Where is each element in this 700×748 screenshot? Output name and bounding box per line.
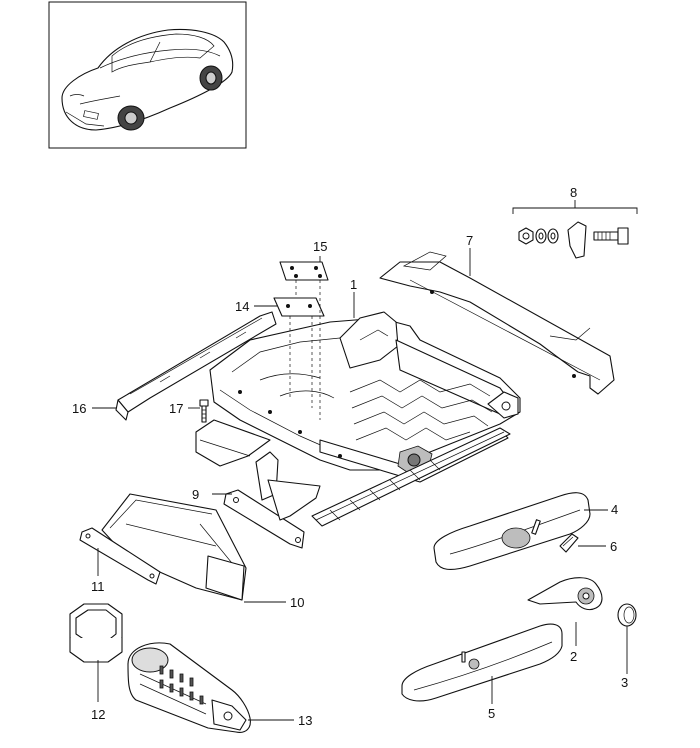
callout-7: 7 xyxy=(466,233,473,248)
callout-16: 16 xyxy=(72,401,86,416)
car-icon xyxy=(61,28,234,131)
part-16-rail-cover xyxy=(115,311,277,421)
part-15-plate xyxy=(279,261,329,281)
callout-14: 14 xyxy=(235,299,249,314)
spring-zigzag-icon xyxy=(349,379,493,441)
mounting-guide-lines xyxy=(289,280,321,420)
part-17-bolt xyxy=(199,399,209,423)
part-13-boot xyxy=(127,642,251,733)
part-11-tray-mounting-strip xyxy=(79,527,161,585)
callout-1: 1 xyxy=(350,277,357,292)
part-3-cover-cap xyxy=(617,603,637,627)
ribbing-pattern xyxy=(159,665,204,705)
callout-labels: 1 2 3 4 5 6 7 8 9 10 11 12 13 14 15 16 1… xyxy=(72,185,628,728)
part-10-storage-tray xyxy=(101,493,247,601)
part-6-cap xyxy=(559,533,579,553)
clamp-plate-icon xyxy=(567,221,587,259)
bolt-icon xyxy=(593,227,629,245)
part-5-inner-trim xyxy=(401,623,563,702)
washer-icon xyxy=(535,228,559,244)
callout-12: 12 xyxy=(91,707,105,722)
callout-11: 11 xyxy=(91,579,105,594)
callout-8: 8 xyxy=(570,185,577,200)
lower-slide-rail xyxy=(311,427,511,527)
callout-10: 10 xyxy=(290,595,304,610)
vehicle-thumbnail xyxy=(48,1,247,149)
callout-4: 4 xyxy=(611,502,618,517)
part-1-seat-frame xyxy=(209,311,521,483)
part-2-lever xyxy=(527,577,603,611)
part-7-rail-bracket xyxy=(379,251,615,395)
callout-5: 5 xyxy=(488,706,495,721)
callout-2: 2 xyxy=(570,649,577,664)
part-12-collar xyxy=(69,603,123,663)
part-14-plate xyxy=(273,297,325,317)
part-8-fastener-set xyxy=(512,200,638,259)
callout-17: 17 xyxy=(169,401,183,416)
leader-lines xyxy=(92,248,628,721)
left-lower-rail xyxy=(195,419,271,467)
callout-9: 9 xyxy=(192,487,199,502)
part-4-side-trim xyxy=(433,492,591,571)
callout-6: 6 xyxy=(610,539,617,554)
nut-icon xyxy=(518,227,534,245)
callout-15: 15 xyxy=(313,239,327,254)
callout-3: 3 xyxy=(621,675,628,690)
part-9-bracket xyxy=(223,451,321,549)
callout-13: 13 xyxy=(298,713,312,728)
